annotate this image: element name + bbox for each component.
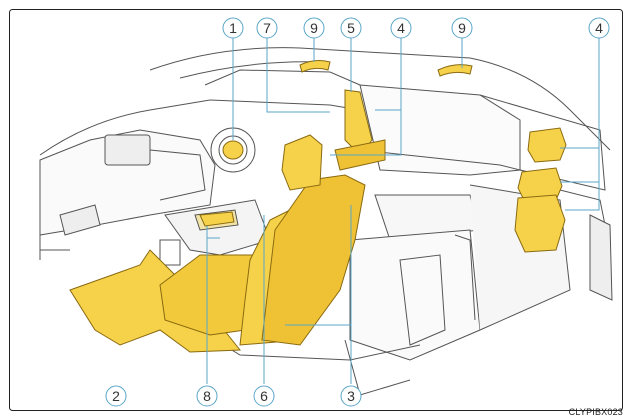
callout-4-right: 4	[595, 20, 603, 36]
callout-9-rear: 9	[458, 20, 466, 36]
callout-1: 1	[229, 20, 237, 36]
rear-headrest-1	[527, 127, 567, 163]
callout-2: 2	[112, 388, 120, 404]
console-pad	[199, 211, 235, 227]
steering-pad	[222, 140, 244, 160]
callout-3: 3	[347, 388, 355, 404]
callout-9-front: 9	[310, 20, 318, 36]
figure-code: CLYPIBX023	[568, 407, 623, 417]
callout-8: 8	[203, 388, 211, 404]
highlighted-parts	[69, 60, 567, 353]
callouts	[105, 17, 610, 407]
grab-handle-front	[299, 60, 331, 73]
rear-headrest-3	[514, 194, 566, 253]
callout-4-middle: 4	[397, 20, 405, 36]
front-headrest	[281, 134, 323, 191]
callout-6: 6	[260, 388, 268, 404]
grab-handle-rear	[437, 64, 473, 77]
callout-7: 7	[263, 20, 271, 36]
leader-lines	[206, 38, 600, 384]
seat-back	[261, 174, 366, 346]
callout-labels: 1 7 9 5 4 9 4 2 8 6 3	[112, 20, 603, 404]
callout-5: 5	[347, 20, 355, 36]
